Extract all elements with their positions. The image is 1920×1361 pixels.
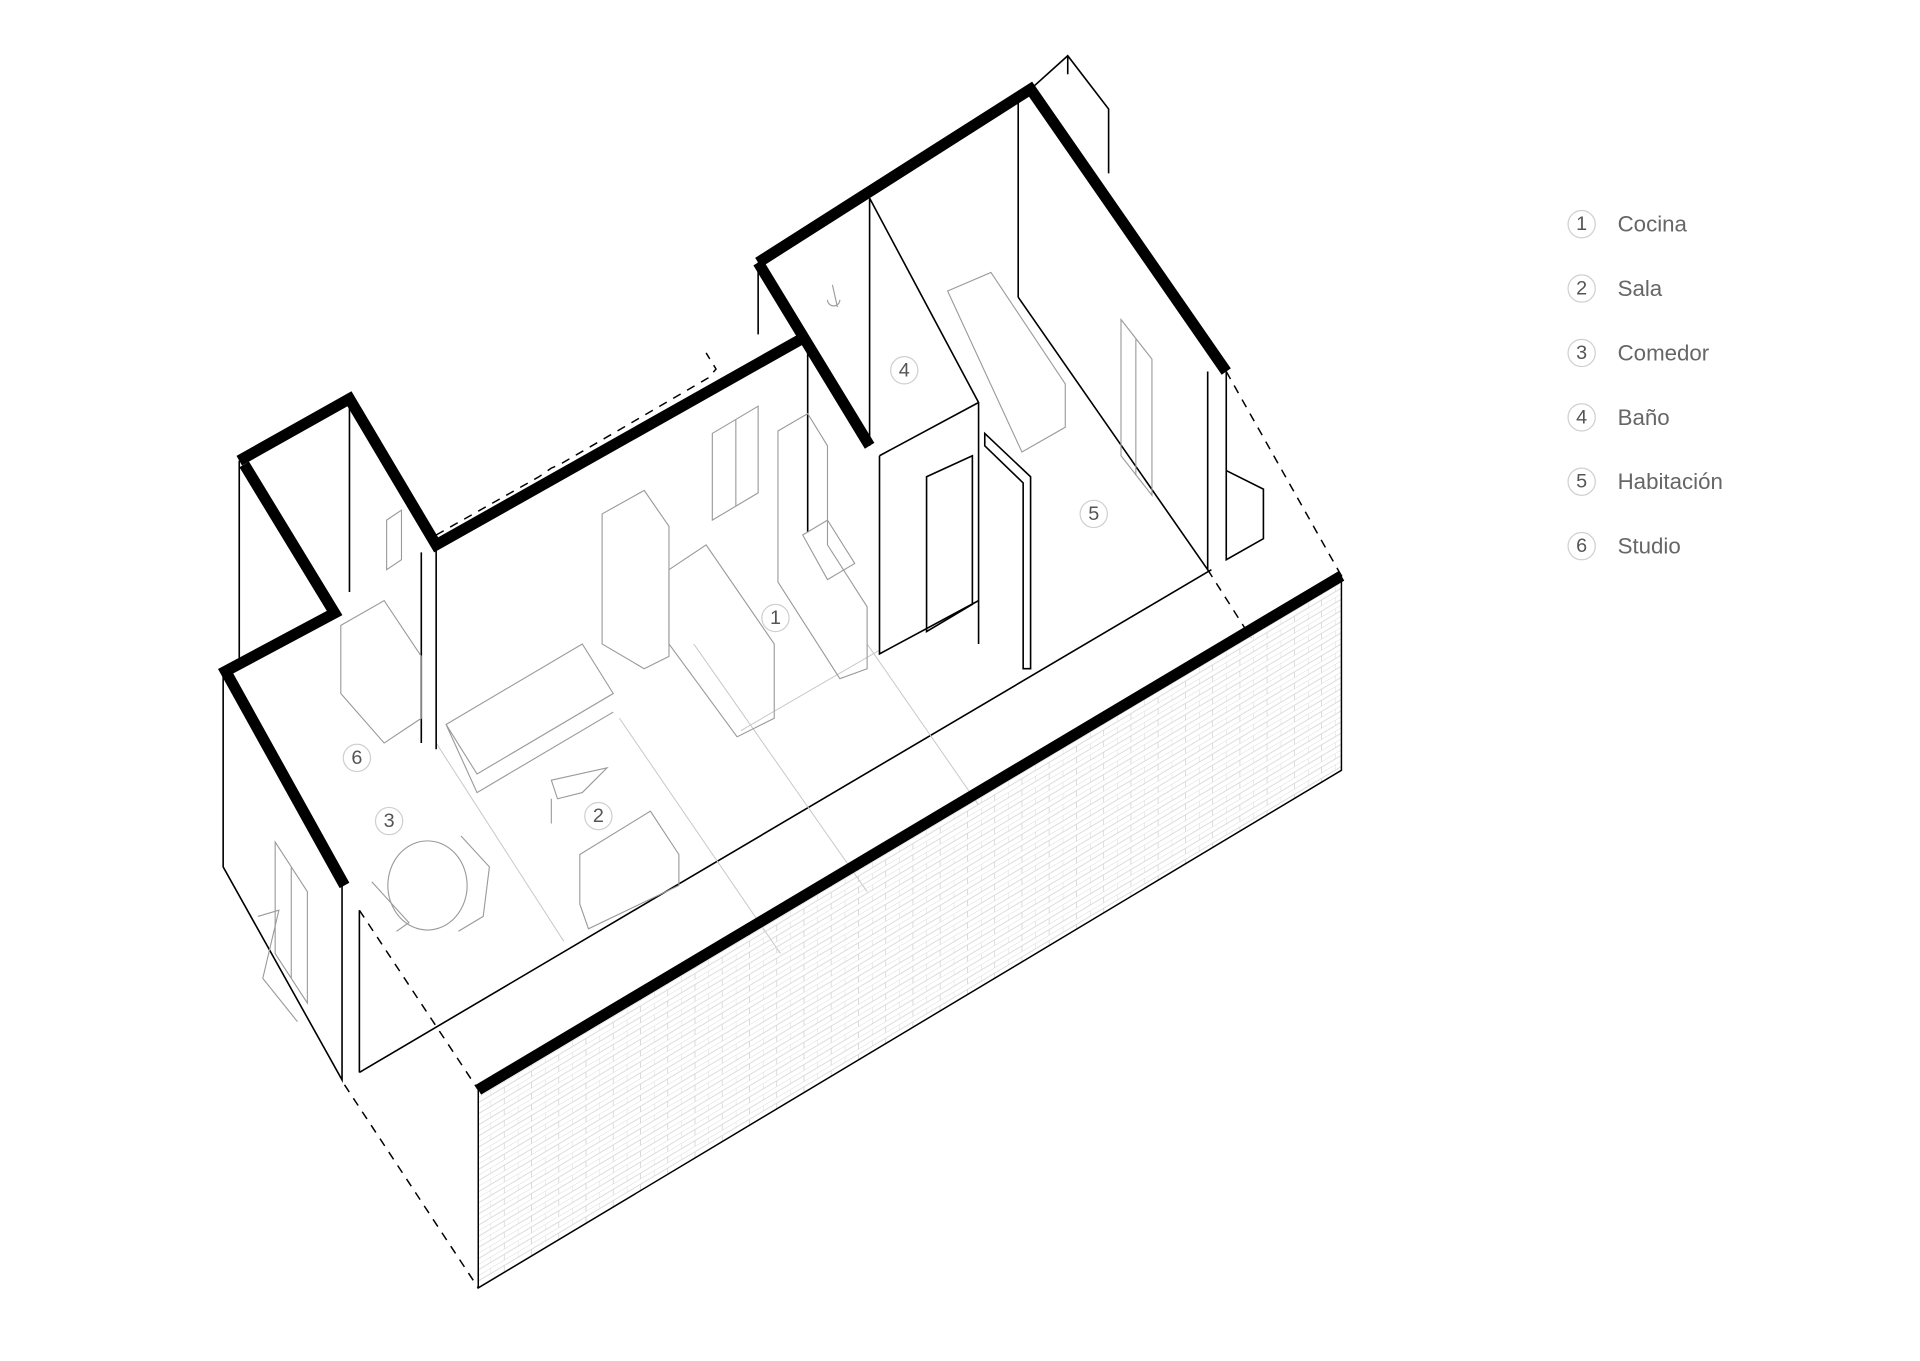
kitchen-cabinets-stove bbox=[777, 412, 868, 680]
legend-number: 5 bbox=[1576, 471, 1587, 493]
legend-label: Comedor bbox=[1618, 340, 1710, 365]
tag-circle bbox=[761, 603, 790, 633]
room-number: 5 bbox=[1088, 503, 1099, 525]
legend-circle bbox=[1567, 209, 1596, 239]
windows bbox=[274, 317, 1153, 1005]
legend: 1 Cocina 2 Sala 3 Comedor 4 Baño 5 Habitación… bbox=[1567, 209, 1723, 561]
legend-item-sala: 2 Sala bbox=[1567, 274, 1663, 303]
tag-circle bbox=[890, 356, 919, 385]
room-number: 4 bbox=[899, 359, 910, 381]
wall-cut-north bbox=[236, 331, 808, 553]
bed bbox=[946, 271, 1066, 453]
window bbox=[274, 840, 308, 1005]
floor-lines bbox=[358, 568, 1212, 1074]
tag-circle bbox=[584, 801, 613, 831]
balcony-chair bbox=[257, 909, 298, 1023]
brick-wall-top bbox=[475, 571, 1345, 1095]
dashed-line bbox=[343, 1084, 479, 1289]
legend-circle bbox=[1567, 531, 1596, 561]
shower-head bbox=[826, 284, 841, 308]
room-tag-comedor: 3 bbox=[374, 806, 404, 836]
fridge bbox=[601, 489, 670, 670]
room-number: 3 bbox=[384, 810, 395, 832]
legend-item-studio: 6 Studio bbox=[1567, 531, 1681, 561]
chimney bbox=[1030, 54, 1110, 174]
tag-circle bbox=[1079, 499, 1108, 529]
room-tags: 1 2 3 4 5 6 bbox=[342, 356, 1108, 836]
room-tag-habitacion: 5 bbox=[1079, 499, 1108, 529]
wall-cuts bbox=[218, 81, 1231, 889]
dining-chairs bbox=[371, 835, 490, 932]
room-tag-studio: 6 bbox=[342, 743, 372, 773]
window bbox=[711, 405, 759, 522]
tag-circle bbox=[374, 806, 404, 836]
kitchen-counter bbox=[668, 544, 775, 738]
legend-label: Cocina bbox=[1618, 212, 1688, 237]
bedroom-walls bbox=[1017, 99, 1265, 573]
legend-circle bbox=[1567, 338, 1596, 368]
walls bbox=[222, 54, 1265, 1083]
window bbox=[386, 509, 403, 571]
armchair bbox=[579, 810, 680, 930]
legend-number: 6 bbox=[1576, 535, 1587, 557]
wall-cut-studio bbox=[218, 461, 350, 889]
legend-circle bbox=[1567, 274, 1596, 303]
legend-item-bano: 4 Baño bbox=[1567, 403, 1670, 432]
coffee-table bbox=[550, 766, 609, 824]
room-tag-sala: 2 bbox=[584, 801, 613, 831]
tag-circle bbox=[342, 743, 372, 773]
projection-lines bbox=[343, 352, 1343, 1289]
legend-number: 4 bbox=[1576, 406, 1587, 428]
bathroom-walls bbox=[868, 197, 980, 656]
legend-label: Baño bbox=[1618, 405, 1670, 430]
door bbox=[925, 454, 974, 633]
legend-item-comedor: 3 Comedor bbox=[1567, 338, 1710, 368]
dashed-line bbox=[358, 909, 479, 1091]
legend-label: Habitación bbox=[1618, 469, 1723, 494]
sofa bbox=[445, 643, 615, 794]
floor-front-edge bbox=[358, 568, 1212, 1074]
wall-edge bbox=[238, 398, 437, 750]
floor-zone-lines bbox=[435, 643, 979, 954]
brick-wall-face bbox=[477, 574, 1343, 1290]
room-tag-bano: 4 bbox=[890, 356, 919, 385]
dashed-line bbox=[1207, 569, 1252, 639]
room-number: 2 bbox=[593, 805, 604, 827]
legend-number: 1 bbox=[1576, 213, 1587, 235]
dashed-line bbox=[1225, 371, 1343, 577]
dining-table bbox=[387, 840, 468, 931]
legend-number: 3 bbox=[1576, 342, 1587, 364]
brick-wall bbox=[475, 571, 1345, 1290]
partition-wall bbox=[983, 431, 1032, 670]
wall-cut-northeast bbox=[755, 81, 1231, 375]
legend-label: Studio bbox=[1618, 534, 1681, 559]
studio-desk bbox=[340, 599, 422, 744]
wall-edge bbox=[222, 672, 361, 1083]
legend-item-habitacion: 5 Habitación bbox=[1567, 467, 1723, 496]
legend-item-cocina: 1 Cocina bbox=[1567, 209, 1688, 239]
wall-cut-bath bbox=[753, 259, 875, 449]
room-tag-cocina: 1 bbox=[761, 603, 790, 633]
legend-number: 2 bbox=[1576, 278, 1587, 300]
room-number: 6 bbox=[351, 747, 362, 769]
dashed-line bbox=[435, 352, 717, 536]
furniture bbox=[257, 271, 1066, 1023]
window bbox=[1120, 317, 1153, 497]
legend-circle bbox=[1567, 467, 1596, 496]
room-number: 1 bbox=[770, 607, 781, 629]
legend-label: Sala bbox=[1618, 276, 1663, 301]
legend-circle bbox=[1567, 403, 1596, 432]
